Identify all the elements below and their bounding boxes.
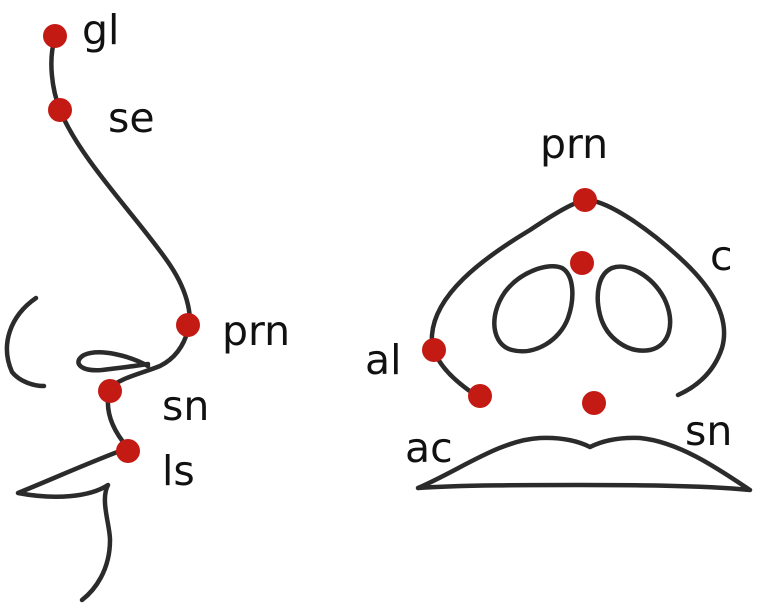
landmark-point-prn-basal xyxy=(573,188,597,212)
landmark-point-c xyxy=(570,251,594,275)
basal-nose-outline xyxy=(429,197,727,401)
label-al: al xyxy=(365,336,402,384)
profile-nostril xyxy=(76,350,151,373)
landmark-point-ac xyxy=(468,384,492,408)
profile-view: gl se prn sn ls xyxy=(4,6,290,603)
landmark-point-ls xyxy=(116,439,140,463)
basal-view: prn c al ac sn xyxy=(365,120,753,493)
label-sn-basal: sn xyxy=(685,407,732,455)
label-ac: ac xyxy=(405,424,453,472)
landmark-point-se xyxy=(48,98,72,122)
basal-upper-lip xyxy=(415,435,753,493)
profile-alar-curve xyxy=(4,295,47,389)
landmark-point-prn-profile xyxy=(176,313,200,337)
label-gl: gl xyxy=(82,6,119,54)
profile-lips-chin xyxy=(15,445,131,603)
label-prn-profile: prn xyxy=(222,307,290,355)
landmark-point-al xyxy=(422,338,446,362)
label-ls: ls xyxy=(162,447,195,495)
profile-nose-outline xyxy=(49,35,192,391)
landmark-point-gl xyxy=(43,24,67,48)
landmark-point-sn-profile xyxy=(98,379,122,403)
label-se: se xyxy=(108,94,155,142)
label-c: c xyxy=(710,232,733,280)
label-sn-profile: sn xyxy=(162,382,209,430)
basal-right-nostril xyxy=(595,264,673,353)
label-prn-basal: prn xyxy=(540,120,608,168)
basal-left-nostril xyxy=(492,264,575,354)
landmark-point-sn-basal xyxy=(582,391,606,415)
